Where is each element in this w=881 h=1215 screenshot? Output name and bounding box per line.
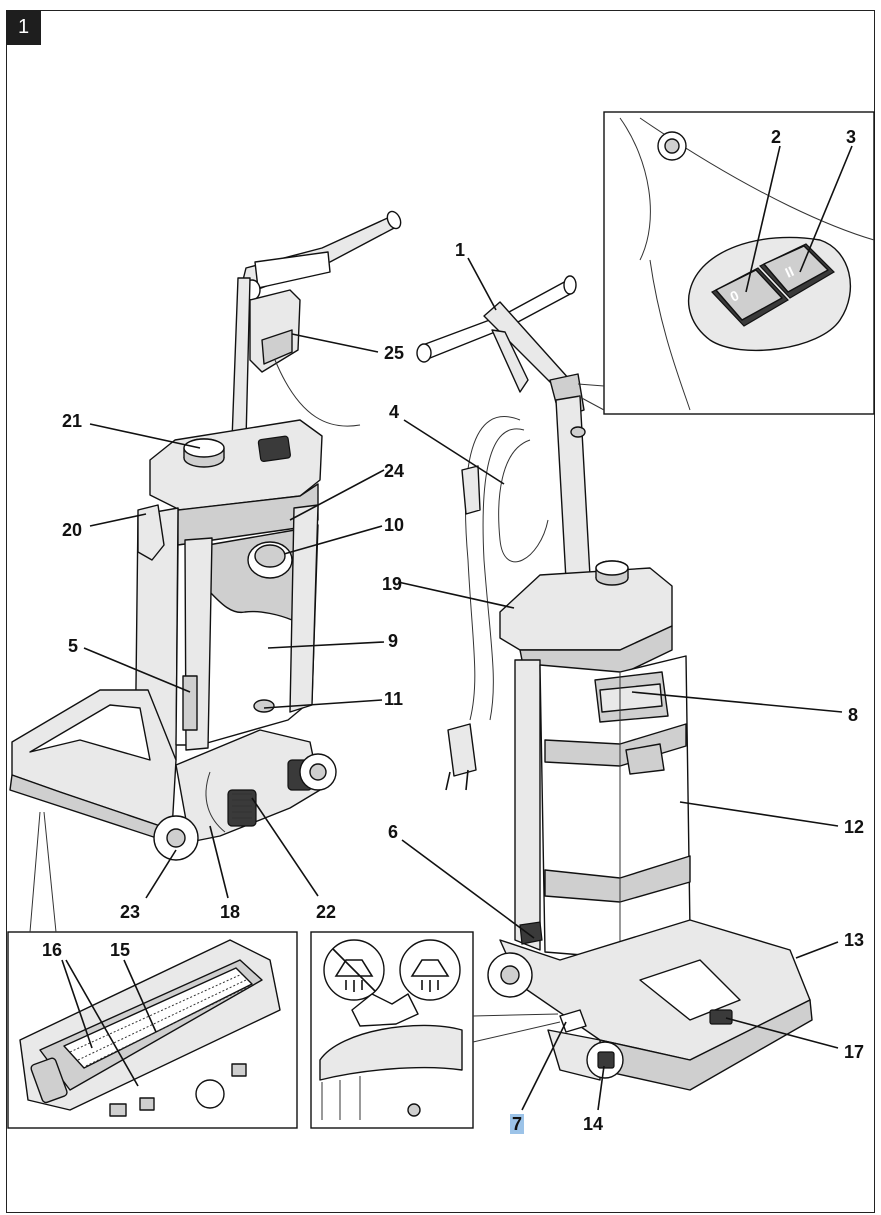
level-indicator-window xyxy=(182,675,198,731)
callout-17: 17 xyxy=(844,1042,865,1062)
right-tank xyxy=(514,655,691,959)
right-machine-front-view xyxy=(416,275,813,1091)
left-body xyxy=(134,504,319,771)
callout-3: 3 xyxy=(846,127,857,147)
callout-24: 24 xyxy=(384,461,405,481)
callout-8: 8 xyxy=(848,705,859,725)
callout-20: 20 xyxy=(62,520,83,540)
switch-inset xyxy=(577,111,875,415)
callout-12: 12 xyxy=(844,817,865,837)
callout-13: 13 xyxy=(844,930,865,950)
right-base xyxy=(487,919,813,1091)
callout-19: 19 xyxy=(382,574,403,594)
callout-1: 1 xyxy=(455,240,466,260)
leader-lines xyxy=(61,145,853,1111)
right-handle xyxy=(416,275,591,581)
figure-frame xyxy=(6,10,875,1213)
suction-inset xyxy=(310,931,561,1129)
callout-22: 22 xyxy=(316,902,337,922)
suction-foot-latch-17 xyxy=(639,959,741,1021)
callout-23: 23 xyxy=(120,902,141,922)
callout-11: 11 xyxy=(384,689,404,709)
callout-6: 6 xyxy=(388,822,399,842)
no-suction-symbol xyxy=(323,939,385,1001)
callout-21: 21 xyxy=(62,411,83,431)
right-top-head xyxy=(499,560,673,676)
brush-inset xyxy=(7,811,298,1129)
callout-14: 14 xyxy=(583,1114,604,1134)
callout-7: 7 xyxy=(510,1114,525,1134)
left-handle-column xyxy=(231,277,251,441)
callout-16: 16 xyxy=(42,940,63,960)
left-machine-rear-view xyxy=(9,210,402,861)
right-handle-column xyxy=(555,395,591,581)
figure-number-badge: 1 xyxy=(6,10,41,45)
callout-9: 9 xyxy=(388,631,399,651)
suction-symbol xyxy=(399,939,461,1001)
callout-10: 10 xyxy=(384,515,405,535)
left-handle xyxy=(239,210,402,427)
left-top-head xyxy=(149,419,323,546)
drain-plug-11 xyxy=(253,699,275,713)
power-cord xyxy=(445,416,549,791)
callout-25: 25 xyxy=(384,343,405,363)
callout-4: 4 xyxy=(389,402,400,422)
callout-18: 18 xyxy=(220,902,241,922)
callout-15: 15 xyxy=(110,940,131,960)
callout-2: 2 xyxy=(771,127,782,147)
callout-5: 5 xyxy=(68,636,79,656)
left-base xyxy=(9,689,337,861)
